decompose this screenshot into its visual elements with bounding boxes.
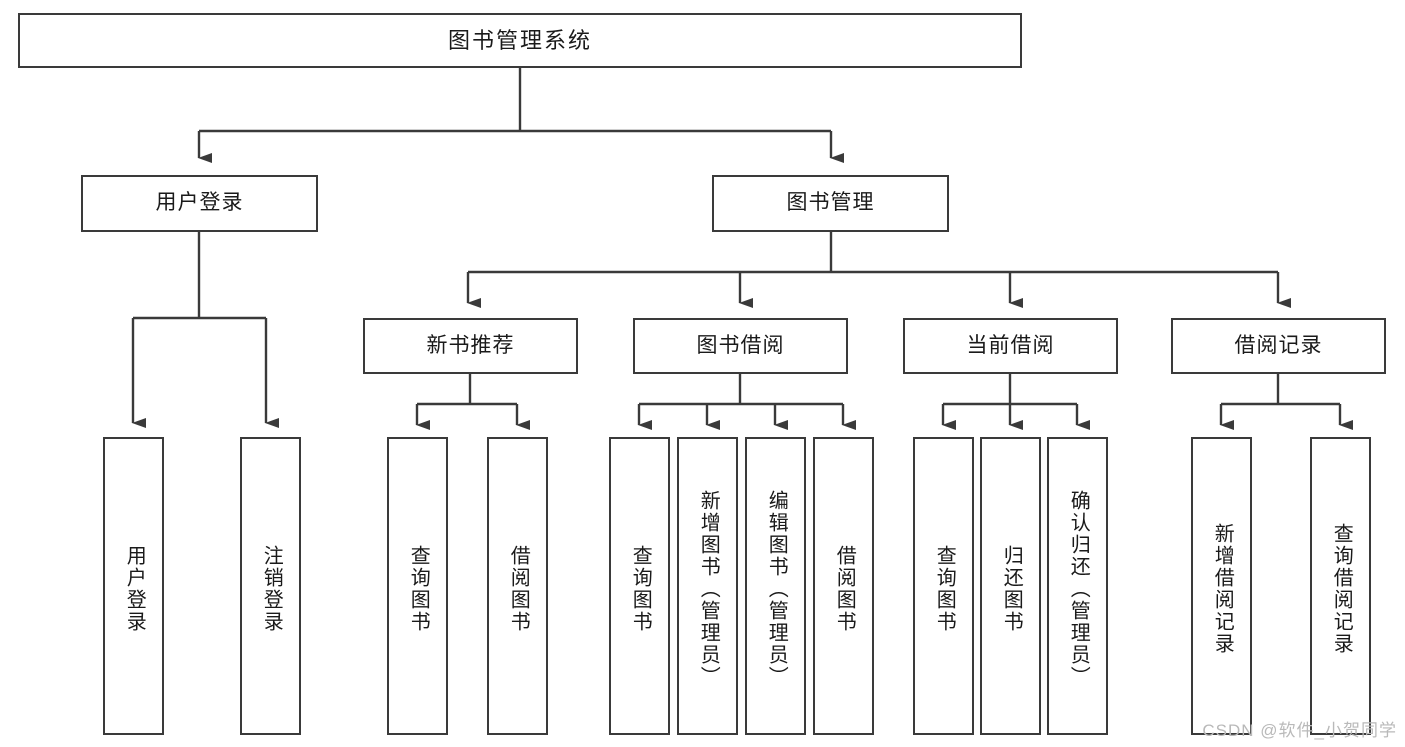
node-label: 新增图书（管理员） <box>697 490 720 688</box>
node-leaf-edit-book[interactable]: 编辑图书（管理员） <box>745 437 806 735</box>
leaf-text-wrap: 查询图书 <box>932 445 956 733</box>
node-leaf-user-login[interactable]: 用户登录 <box>103 437 164 735</box>
node-label: 确认归还（管理员） <box>1067 490 1090 688</box>
node-leaf-query-record[interactable]: 查询借阅记录 <box>1310 437 1371 735</box>
node-leaf-query-book-2[interactable]: 查询图书 <box>609 437 670 735</box>
node-label: 图书管理系统 <box>447 27 592 53</box>
leaf-text-wrap: 查询图书 <box>406 445 430 733</box>
node-label: 新增借阅记录 <box>1211 523 1234 655</box>
node-leaf-return-book[interactable]: 归还图书 <box>980 437 1041 735</box>
node-label: 借阅记录 <box>1234 333 1323 357</box>
node-leaf-logout[interactable]: 注销登录 <box>240 437 301 735</box>
leaf-text-wrap: 新增图书（管理员） <box>696 445 720 733</box>
node-label: 注销登录 <box>260 545 283 633</box>
node-borrow-record[interactable]: 借阅记录 <box>1171 318 1386 374</box>
leaf-text-wrap: 注销登录 <box>259 445 283 733</box>
leaf-text-wrap: 借阅图书 <box>506 445 530 733</box>
leaf-text-wrap: 归还图书 <box>999 445 1023 733</box>
node-label: 借阅图书 <box>507 545 530 633</box>
node-leaf-query-book-1[interactable]: 查询图书 <box>387 437 448 735</box>
leaf-text-wrap: 借阅图书 <box>832 445 856 733</box>
node-label: 图书管理 <box>786 191 875 215</box>
leaf-text-wrap: 编辑图书（管理员） <box>764 445 788 733</box>
node-new-book-recommend[interactable]: 新书推荐 <box>363 318 578 374</box>
node-leaf-confirm-return[interactable]: 确认归还（管理员） <box>1047 437 1108 735</box>
node-leaf-add-book[interactable]: 新增图书（管理员） <box>677 437 738 735</box>
leaf-text-wrap: 确认归还（管理员） <box>1066 445 1090 733</box>
node-label: 编辑图书（管理员） <box>765 490 788 688</box>
node-current-borrow[interactable]: 当前借阅 <box>903 318 1118 374</box>
node-label: 图书借阅 <box>696 333 785 357</box>
node-label: 借阅图书 <box>833 545 856 633</box>
node-book-management[interactable]: 图书管理 <box>712 175 949 232</box>
node-leaf-query-book-3[interactable]: 查询图书 <box>913 437 974 735</box>
node-root-book-management-system[interactable]: 图书管理系统 <box>18 13 1022 68</box>
watermark-text: CSDN @软件_小贺同学 <box>1202 721 1397 740</box>
node-label: 查询借阅记录 <box>1330 523 1353 655</box>
node-label: 归还图书 <box>1000 545 1023 633</box>
node-leaf-add-record[interactable]: 新增借阅记录 <box>1191 437 1252 735</box>
node-label: 查询图书 <box>629 545 652 633</box>
node-label: 用户登录 <box>155 191 244 215</box>
leaf-text-wrap: 查询图书 <box>628 445 652 733</box>
node-label: 查询图书 <box>407 545 430 633</box>
node-label: 新书推荐 <box>426 333 515 357</box>
node-book-borrow[interactable]: 图书借阅 <box>633 318 848 374</box>
leaf-text-wrap: 用户登录 <box>122 445 146 733</box>
node-leaf-borrow-book-1[interactable]: 借阅图书 <box>487 437 548 735</box>
node-leaf-borrow-book-2[interactable]: 借阅图书 <box>813 437 874 735</box>
node-label: 当前借阅 <box>966 333 1055 357</box>
leaf-text-wrap: 新增借阅记录 <box>1210 445 1234 733</box>
node-user-login[interactable]: 用户登录 <box>81 175 318 232</box>
leaf-text-wrap: 查询借阅记录 <box>1329 445 1353 733</box>
node-label: 查询图书 <box>933 545 956 633</box>
node-label: 用户登录 <box>123 545 146 633</box>
